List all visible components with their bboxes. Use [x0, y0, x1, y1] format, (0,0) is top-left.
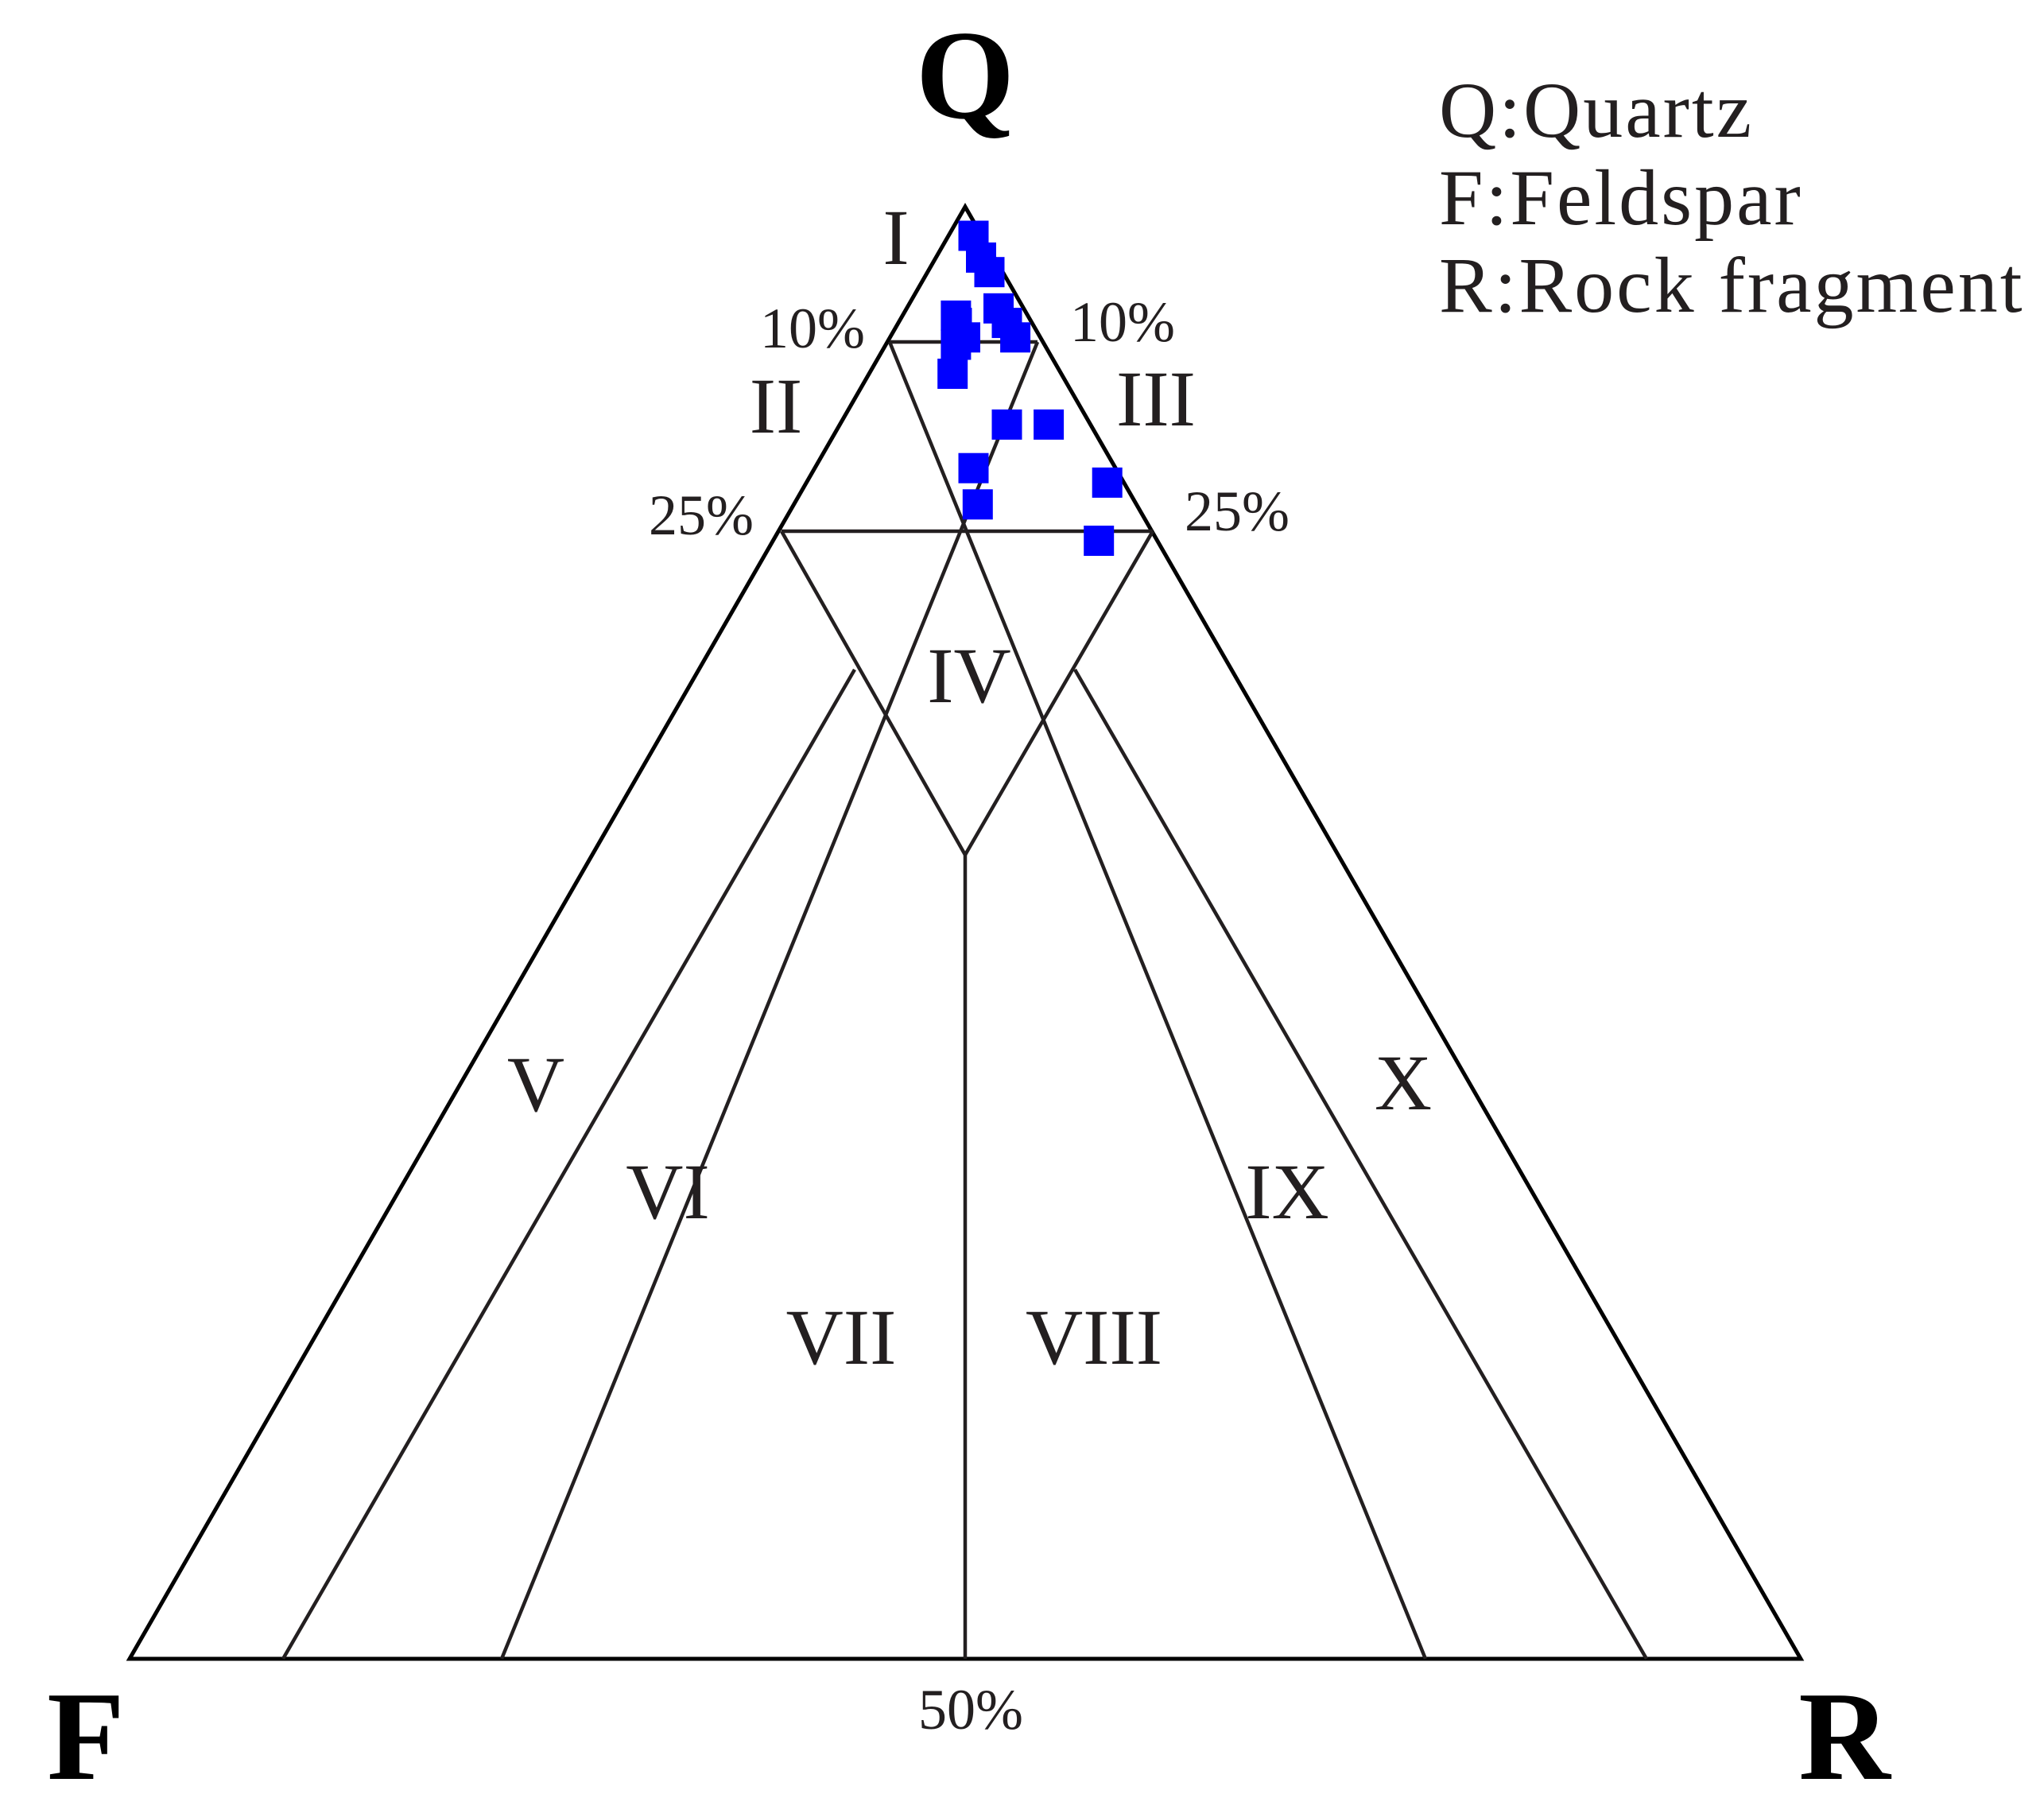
data-point: [1092, 467, 1123, 498]
data-points: [937, 220, 1123, 556]
data-point: [941, 329, 972, 360]
region-label-iv: IV: [927, 631, 1011, 720]
boundary-label-q-right: 10%: [1070, 290, 1175, 354]
boundary-label-q-left: 10%: [760, 297, 865, 360]
vertex-label-f: F: [47, 1665, 125, 1794]
vertex-label-q: Q: [916, 4, 1014, 146]
boundary-f-r-left: [281, 668, 856, 1660]
legend: Q:Quartz F:Feldspar R:Rock fragment: [1439, 66, 2025, 329]
data-point: [937, 359, 968, 389]
legend-entry-feldspar: F:Feldspar: [1439, 153, 1803, 242]
boundary-f-r-right: [1073, 668, 1648, 1660]
boundary-label-q-left-low: 25%: [649, 483, 754, 547]
boundary-ratio-75: [887, 341, 1428, 1660]
data-point: [991, 409, 1022, 440]
data-point: [1084, 526, 1115, 556]
legend-entry-rock-fragment: R:Rock fragment: [1439, 241, 2025, 329]
data-point: [1000, 322, 1031, 353]
data-point: [974, 257, 1005, 288]
data-point: [962, 489, 993, 520]
region-label-v: V: [507, 1040, 564, 1128]
region-label-vi: VI: [626, 1147, 710, 1236]
boundary-label-q-right-low: 25%: [1185, 480, 1290, 543]
data-point: [1034, 409, 1065, 440]
legend-entry-quartz: Q:Quartz: [1439, 66, 1754, 154]
boundary-left-75: [780, 530, 967, 856]
data-point: [958, 452, 989, 483]
boundary-label-base: 50%: [918, 1678, 1023, 1742]
region-label-ix: IX: [1245, 1147, 1329, 1236]
boundary-right-75: [964, 530, 1154, 856]
region-label-x: X: [1375, 1039, 1432, 1127]
region-label-i: I: [882, 193, 909, 282]
boundary-lines: [281, 340, 1648, 1660]
boundary-ratio-25: [499, 341, 1040, 1660]
region-label-iii: III: [1116, 355, 1196, 443]
region-label-viii: VIII: [1026, 1293, 1162, 1381]
region-label-vii: VII: [786, 1293, 897, 1381]
region-label-ii: II: [750, 362, 803, 450]
vertex-label-r: R: [1798, 1665, 1891, 1794]
